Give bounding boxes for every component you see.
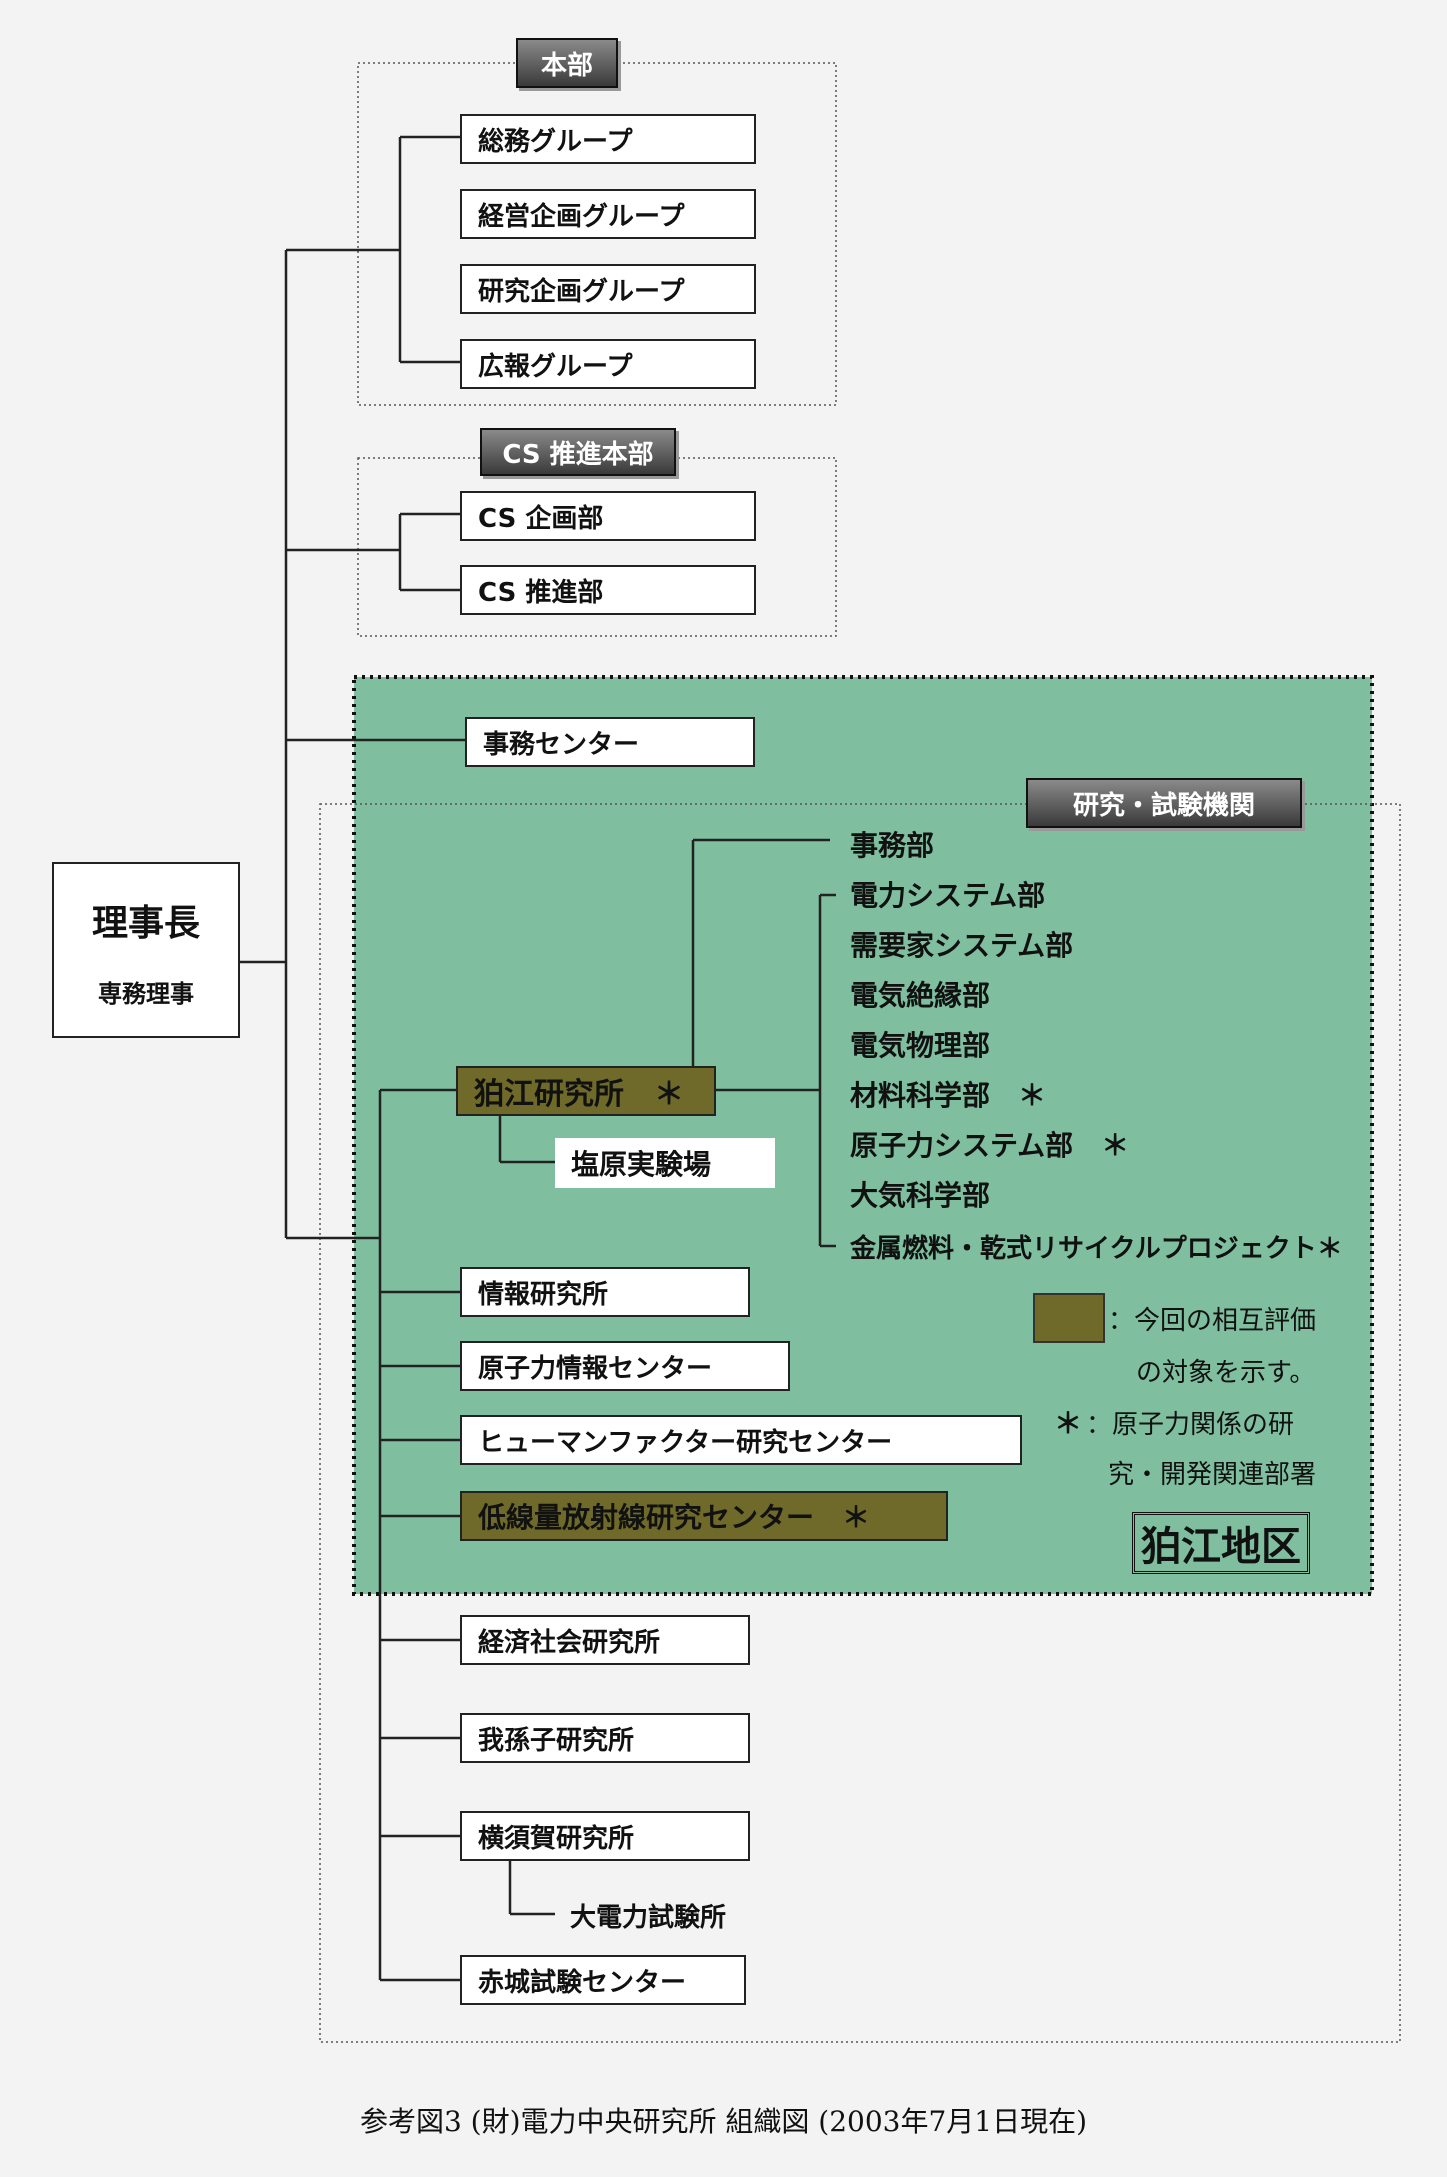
komae-dept: 電力システム部 bbox=[850, 879, 1046, 912]
komae-lab-box: 狛江研究所 ＊ bbox=[456, 1066, 716, 1116]
cs-dept-box: CS 企画部 bbox=[460, 491, 756, 541]
komae-dept: 材料科学部 ＊ bbox=[850, 1079, 1047, 1112]
akagi-box: 赤城試験センター bbox=[460, 1955, 746, 2005]
shiobara-box: 塩原実験場 bbox=[555, 1138, 775, 1188]
cs-frame bbox=[357, 457, 837, 637]
group-box: 広報グループ bbox=[460, 339, 756, 389]
legend-line: 究・開発関連部署 bbox=[1108, 1460, 1317, 1490]
legend-olive-swatch bbox=[1033, 1293, 1105, 1343]
institute-box: 横須賀研究所 bbox=[460, 1811, 750, 1861]
legend-line: の対象を示す。 bbox=[1136, 1358, 1316, 1388]
institute-box: 経済社会研究所 bbox=[460, 1615, 750, 1665]
institute-box: ヒューマンファクター研究センター bbox=[460, 1415, 1022, 1465]
figure-caption: 参考図3 (財)電力中央研究所 組織図 (2003年7月1日現在) bbox=[359, 2105, 1088, 2138]
komae-dept: 電気絶縁部 bbox=[850, 979, 991, 1012]
institute-box: 原子力情報センター bbox=[460, 1341, 790, 1391]
honbu-title: 本部 bbox=[516, 38, 618, 88]
cs-dept-box: CS 推進部 bbox=[460, 565, 756, 615]
chairman-sub: 専務理事 bbox=[98, 980, 194, 1008]
research-title: 研究・試験機関 bbox=[1026, 778, 1302, 828]
cs-title: CS 推進本部 bbox=[480, 428, 676, 476]
low-dose-center-box: 低線量放射線研究センター ＊ bbox=[460, 1491, 948, 1541]
komae-dept: 大気科学部 bbox=[850, 1179, 991, 1212]
group-box: 研究企画グループ bbox=[460, 264, 756, 314]
komae-dept: 原子力システム部 ＊ bbox=[850, 1129, 1130, 1162]
komae-dept: 金属燃料・乾式リサイクルプロジェクト＊ bbox=[850, 1234, 1343, 1264]
group-box: 総務グループ bbox=[460, 114, 756, 164]
komae-dept: 事務部 bbox=[850, 829, 935, 862]
institute-box: 我孫子研究所 bbox=[460, 1713, 750, 1763]
legend-line: ：原子力関係の研 bbox=[1086, 1410, 1295, 1440]
research-frame bbox=[319, 803, 1401, 2043]
chairman-box: 理事長 専務理事 bbox=[52, 862, 240, 1038]
dai-denryoku-label: 大電力試験所 bbox=[570, 1903, 727, 1933]
komae-area-label: 狛江地区 bbox=[1132, 1512, 1310, 1574]
legend-line: ：今回の相互評価 bbox=[1108, 1306, 1317, 1336]
legend-star: ＊ bbox=[1054, 1407, 1083, 1440]
jimu-center-box: 事務センター bbox=[465, 717, 755, 767]
group-box: 経営企画グループ bbox=[460, 189, 756, 239]
komae-dept: 電気物理部 bbox=[850, 1029, 991, 1062]
chairman-title: 理事長 bbox=[91, 903, 200, 944]
komae-dept: 需要家システム部 bbox=[850, 929, 1074, 962]
institute-box: 情報研究所 bbox=[460, 1267, 750, 1317]
